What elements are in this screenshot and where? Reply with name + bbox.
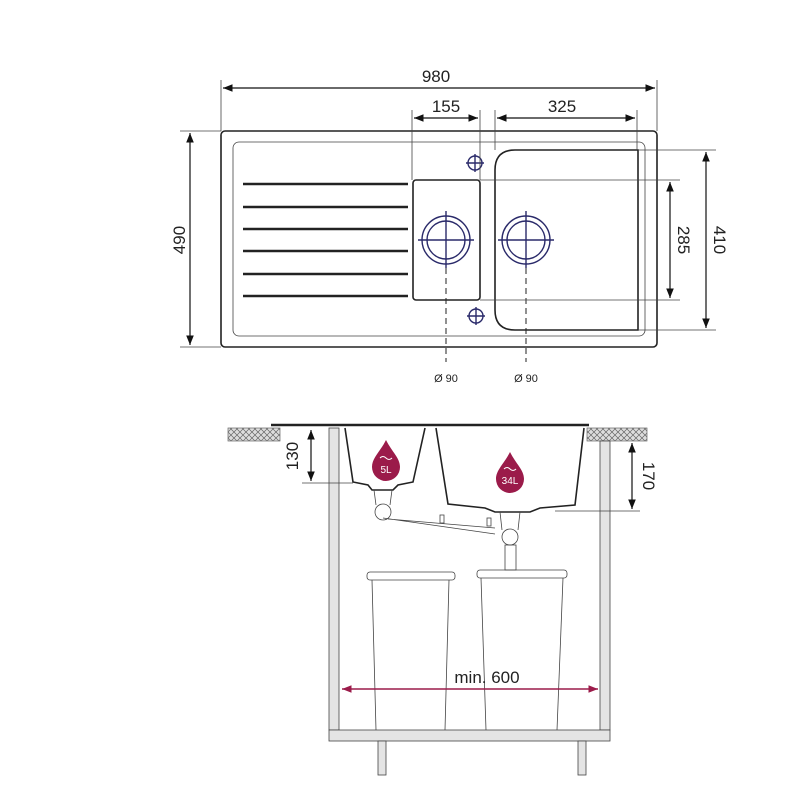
drain-small-label: Ø 90 <box>434 373 458 385</box>
cabinet-left-panel <box>328 427 340 731</box>
dim-overall-width: 980 <box>422 67 450 86</box>
countertop-right <box>586 427 648 442</box>
dim-overall-depth: 490 <box>170 226 189 254</box>
drain-large-icon <box>498 211 554 268</box>
waste-bins <box>366 569 568 731</box>
cabinet-bottom <box>328 729 611 742</box>
drain-small-icon <box>418 211 474 268</box>
small-bowl-profile <box>344 427 426 491</box>
dim-large-bowl-depth: 410 <box>710 226 729 254</box>
large-bowl-profile <box>435 427 585 513</box>
overflow-hole-icon <box>467 307 485 325</box>
waste-bin-lid <box>366 571 456 581</box>
small-bowl-volume: 5L <box>380 465 392 476</box>
waste-bin <box>371 579 450 731</box>
dim-large-bowl-width: 325 <box>548 97 576 116</box>
dim-small-bowl-width: 155 <box>432 97 460 116</box>
top-view: Ø 90 Ø 90 980 155 325 490 285 410 <box>170 67 729 385</box>
waste-bin <box>480 577 564 731</box>
dim-small-bowl-depth: 285 <box>674 226 693 254</box>
sink-outline <box>220 130 658 348</box>
drainboard-grooves <box>243 182 408 298</box>
water-drop-large-icon: 34L <box>496 452 524 493</box>
water-drop-small-icon: 5L <box>372 440 400 481</box>
side-view: 5L 34L 130 170 min. 600 <box>227 423 658 776</box>
large-bowl-volume: 34L <box>502 476 519 487</box>
drain-large-label: Ø 90 <box>514 373 538 385</box>
dim-large-bowl-height: 170 <box>639 462 658 490</box>
sink-inner-rim <box>232 141 646 337</box>
tap-hole-icon <box>466 154 484 172</box>
cabinet-leg <box>377 740 387 776</box>
cabinet-leg <box>577 740 587 776</box>
dim-cabinet-width: min. 600 <box>454 668 519 687</box>
cabinet-right-panel <box>599 440 611 731</box>
countertop-left <box>227 427 281 442</box>
waste-bin-lid <box>476 569 568 579</box>
dim-small-bowl-height: 130 <box>283 442 302 470</box>
